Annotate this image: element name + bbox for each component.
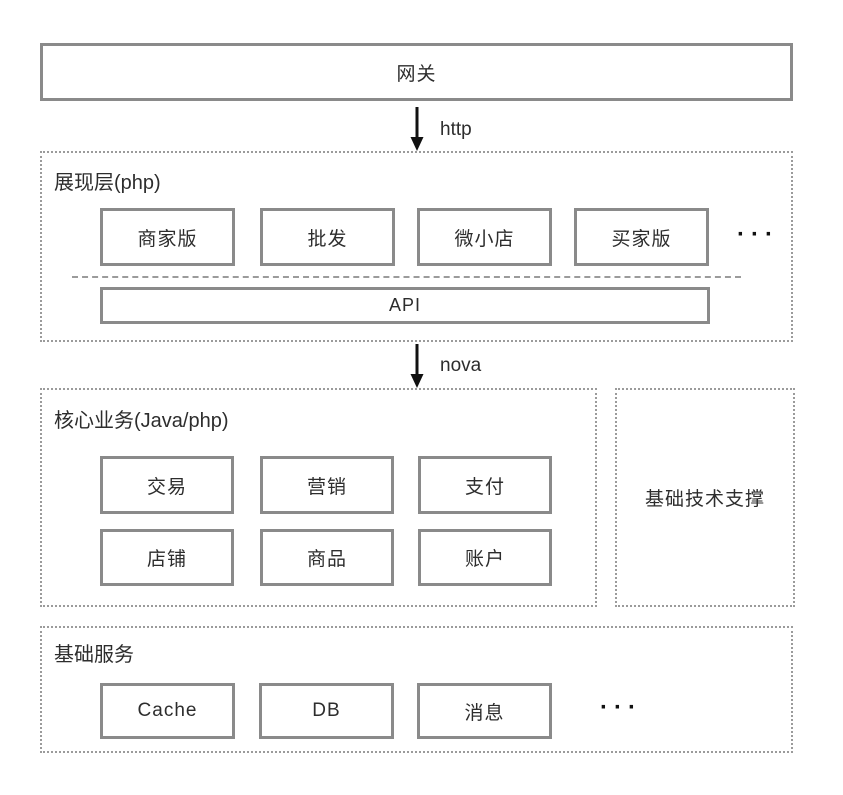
api-label: API — [388, 295, 421, 315]
module-label: 商品 — [306, 549, 347, 570]
presentation-layer-title: 展现层(php) — [54, 172, 161, 194]
module-box-marketing: 营销 — [260, 456, 394, 514]
module-label: 账户 — [464, 549, 505, 570]
more-services-dots: ··· — [600, 694, 642, 721]
module-label: 商家版 — [137, 228, 198, 250]
api-box: API — [100, 287, 710, 324]
module-box-db: DB — [259, 683, 394, 739]
nova-label: nova — [440, 355, 482, 376]
module-box-cache: Cache — [100, 683, 235, 739]
gateway-box: 网关 — [40, 43, 793, 101]
module-box-payment: 支付 — [418, 456, 552, 514]
tech-support-label: 基础技术支撑 — [644, 489, 765, 510]
module-box-buyer-edition: 买家版 — [574, 208, 709, 266]
module-box-shop: 店铺 — [100, 529, 234, 586]
http-label: http — [440, 119, 472, 140]
module-label: 微小店 — [454, 228, 515, 250]
tech-support-section: 基础技术支撑 — [615, 388, 795, 607]
module-label: 交易 — [146, 476, 187, 498]
module-label: Cache — [137, 700, 198, 721]
arrow-down-nova-icon — [409, 343, 425, 389]
module-label: 营销 — [306, 476, 347, 498]
module-box-micro-shop: 微小店 — [417, 208, 552, 266]
module-box-account: 账户 — [418, 529, 552, 586]
base-services-section: 基础服务 Cache DB 消息 ··· — [40, 626, 793, 753]
module-label: 店铺 — [146, 549, 187, 570]
module-box-merchant-edition: 商家版 — [100, 208, 235, 266]
module-box-wholesale: 批发 — [260, 208, 395, 266]
presentation-layer-section: 展现层(php) 商家版 批发 微小店 买家版 ··· API — [40, 151, 793, 342]
base-services-title: 基础服务 — [54, 644, 134, 666]
module-box-trade: 交易 — [100, 456, 234, 514]
module-label: 买家版 — [611, 228, 672, 250]
module-box-message: 消息 — [417, 683, 552, 739]
api-divider-line — [72, 276, 741, 278]
core-business-title: 核心业务(Java/php) — [54, 410, 229, 432]
arrow-down-http-icon — [409, 106, 425, 152]
gateway-label: 网关 — [396, 63, 437, 85]
module-label: 支付 — [464, 476, 505, 498]
module-label: 消息 — [464, 702, 505, 724]
core-business-section: 核心业务(Java/php) 交易 营销 支付 店铺 商品 账户 — [40, 388, 597, 607]
module-label: 批发 — [307, 228, 348, 250]
module-label: DB — [312, 700, 341, 721]
module-box-product: 商品 — [260, 529, 394, 586]
more-modules-dots: ··· — [737, 221, 779, 248]
